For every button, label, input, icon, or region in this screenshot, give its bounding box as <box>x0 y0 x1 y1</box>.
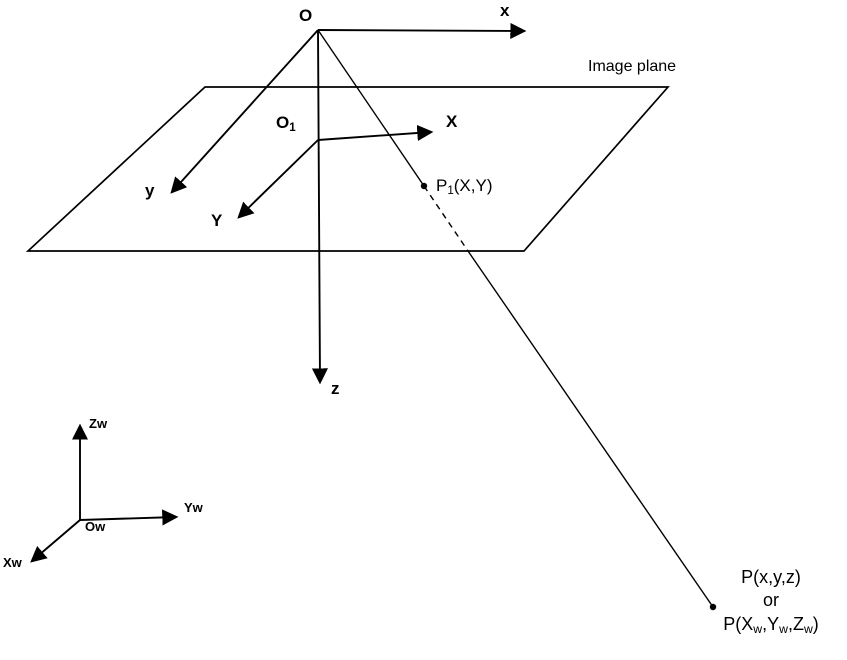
world-point-or-text: or <box>762 590 779 611</box>
world-Xw-axis-label: Xw <box>3 555 22 571</box>
world-point-w-part2: ,Y <box>762 613 780 634</box>
x-axis-text: x <box>500 1 510 20</box>
projection-ray-dashed <box>423 185 469 252</box>
image-origin-main: O <box>276 113 290 132</box>
world-point-line1: P(x,y,z) <box>695 566 847 589</box>
world-point-line3: P(Xw,Yw,Zw) <box>695 613 847 636</box>
camera-y-axis-line <box>170 29 319 194</box>
p1-point-label: P1(X,Y) <box>436 176 493 197</box>
p1-main: P <box>436 176 448 195</box>
world-Yw-sub: w <box>192 500 203 515</box>
projection-ray-lower <box>467 250 714 608</box>
image-Y-axis-label: Y <box>211 211 222 231</box>
world-point-w-part5: w <box>803 621 813 636</box>
camera-x-axis-line <box>317 22 527 40</box>
world-Zw-axis-label: Zw <box>89 416 108 432</box>
world-Yw-main: Y <box>184 500 193 515</box>
projection-ray-upper <box>317 29 425 187</box>
world-Yw-axis-line <box>79 509 179 526</box>
world-origin-main: O <box>85 519 96 534</box>
x-axis-label: x <box>500 1 509 21</box>
world-point-w-part6: ) <box>812 613 819 634</box>
z-axis-label: z <box>331 379 340 399</box>
world-point-w-part0: P(X <box>723 613 754 634</box>
p1-point-dot <box>420 182 428 190</box>
world-Zw-sub: w <box>96 416 108 431</box>
image-X-axis-label: X <box>446 112 457 132</box>
world-point-xyz-text: P(x,y,z) <box>741 567 801 587</box>
y-axis-text: y <box>145 181 155 200</box>
world-Xw-sub: w <box>11 555 22 570</box>
world-Yw-axis-label: Yw <box>184 500 203 516</box>
world-origin-label: Ow <box>85 519 106 535</box>
p-point-dot <box>709 603 717 611</box>
image-X-axis-line <box>317 124 434 142</box>
world-point-line2: or <box>695 589 847 612</box>
world-Zw-main: Z <box>89 416 97 431</box>
y-axis-label: y <box>145 181 154 201</box>
image-origin-label: O1 <box>276 113 296 134</box>
camera-origin-label: O <box>299 6 312 26</box>
image-Y-axis-line <box>237 139 319 219</box>
camera-origin-text: O <box>299 6 313 25</box>
world-Xw-axis-line <box>30 519 81 563</box>
image-origin-sub: 1 <box>289 121 296 134</box>
camera-z-axis-line <box>311 29 328 385</box>
world-point-w-part4: ,Z <box>787 613 804 634</box>
p1-rest: (X,Y) <box>453 176 493 195</box>
image-plane-label: Image plane <box>588 58 676 76</box>
image-plane-outline <box>25 86 670 252</box>
world-point-w-part3: w <box>779 621 788 636</box>
image-X-axis-text: X <box>446 112 458 131</box>
world-Xw-main: X <box>3 555 12 570</box>
z-axis-text: z <box>331 379 340 398</box>
world-point-w-part1: w <box>753 621 763 636</box>
image-plane-text: Image plane <box>588 58 677 75</box>
p1-sub: 1 <box>447 184 454 197</box>
world-point-label: P(x,y,z) or P(Xw,Yw,Zw) <box>695 566 847 636</box>
world-origin-sub: w <box>95 519 106 534</box>
image-Y-axis-text: Y <box>211 211 223 230</box>
